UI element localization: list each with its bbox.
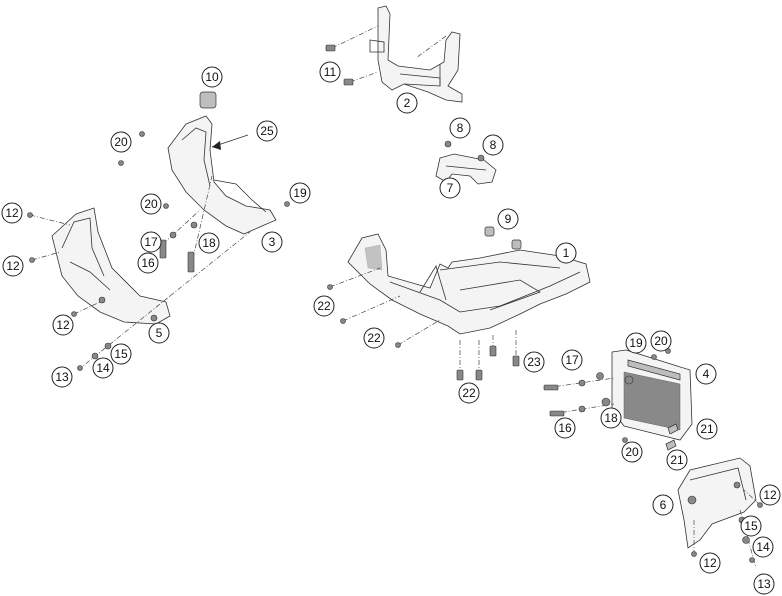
svg-text:20: 20 bbox=[114, 135, 128, 149]
svg-text:18: 18 bbox=[202, 236, 216, 250]
callout-2: 2 bbox=[396, 92, 418, 114]
part-left-side-guard-fasteners bbox=[27, 212, 251, 371]
part-right-side-guard bbox=[677, 457, 757, 549]
callout-15a: 15 bbox=[110, 343, 132, 365]
callout-16a: 16 bbox=[137, 252, 159, 274]
svg-text:19: 19 bbox=[293, 186, 307, 200]
part-right-side-guard-fasteners bbox=[691, 489, 763, 569]
callout-1: 1 bbox=[555, 242, 577, 264]
callout-9: 9 bbox=[497, 208, 519, 230]
svg-text:14: 14 bbox=[756, 540, 770, 554]
callout-20d: 20 bbox=[621, 441, 643, 463]
svg-text:13: 13 bbox=[55, 370, 69, 384]
svg-text:22: 22 bbox=[317, 299, 331, 313]
part-small-bracket bbox=[435, 140, 497, 185]
callout-22b: 22 bbox=[363, 327, 385, 349]
callout-5: 5 bbox=[148, 322, 170, 344]
svg-text:9: 9 bbox=[505, 212, 512, 226]
svg-text:8: 8 bbox=[490, 138, 497, 152]
svg-text:18: 18 bbox=[604, 411, 618, 425]
svg-text:12: 12 bbox=[56, 318, 70, 332]
svg-text:12: 12 bbox=[5, 206, 19, 220]
callout-20a: 20 bbox=[110, 131, 132, 153]
callout-21a: 21 bbox=[696, 418, 718, 440]
svg-text:5: 5 bbox=[156, 326, 163, 340]
svg-text:8: 8 bbox=[457, 121, 464, 135]
part-skid-plate bbox=[347, 233, 591, 335]
part-radiator-grille bbox=[611, 348, 693, 441]
svg-text:17: 17 bbox=[144, 235, 158, 249]
svg-text:3: 3 bbox=[269, 235, 276, 249]
callout-10: 10 bbox=[201, 66, 223, 88]
svg-text:21: 21 bbox=[670, 453, 684, 467]
svg-text:22: 22 bbox=[462, 386, 476, 400]
callout-8b: 8 bbox=[482, 134, 504, 156]
svg-text:21: 21 bbox=[700, 422, 714, 436]
part-front-guard-fasteners bbox=[118, 131, 290, 273]
svg-text:16: 16 bbox=[141, 256, 155, 270]
callout-12b: 12 bbox=[2, 255, 24, 277]
callout-18b: 18 bbox=[600, 407, 622, 429]
callout-12d: 12 bbox=[759, 484, 781, 506]
callout-12a: 12 bbox=[1, 202, 23, 224]
svg-text:15: 15 bbox=[744, 519, 758, 533]
callout-15b: 15 bbox=[740, 515, 762, 537]
callout-17b: 17 bbox=[561, 349, 583, 371]
svg-text:12: 12 bbox=[763, 488, 777, 502]
part-bracket-screws bbox=[325, 25, 447, 86]
callout-3: 3 bbox=[261, 231, 283, 253]
callout-12c: 12 bbox=[52, 314, 74, 336]
svg-text:12: 12 bbox=[703, 556, 717, 570]
part-radiator-grille-fasteners bbox=[543, 372, 679, 451]
part-skid-plate-screws bbox=[327, 267, 520, 381]
callout-14b: 14 bbox=[752, 536, 774, 558]
callout-20b: 20 bbox=[140, 193, 162, 215]
svg-text:15: 15 bbox=[114, 347, 128, 361]
callout-6: 6 bbox=[652, 494, 674, 516]
callout-7: 7 bbox=[439, 177, 461, 199]
svg-text:25: 25 bbox=[260, 124, 274, 138]
svg-text:16: 16 bbox=[558, 421, 572, 435]
svg-text:19: 19 bbox=[629, 336, 643, 350]
svg-text:12: 12 bbox=[6, 259, 20, 273]
svg-text:1: 1 bbox=[563, 246, 570, 260]
callout-11: 11 bbox=[319, 61, 341, 83]
part-rubber-mounts bbox=[484, 226, 522, 250]
callout-8a: 8 bbox=[449, 117, 471, 139]
callout-22a: 22 bbox=[313, 295, 335, 317]
callout-19b: 19 bbox=[625, 332, 647, 354]
callout-17a: 17 bbox=[140, 231, 162, 253]
svg-text:17: 17 bbox=[565, 353, 579, 367]
svg-text:20: 20 bbox=[625, 445, 639, 459]
callout-18a: 18 bbox=[198, 232, 220, 254]
callout-14a: 14 bbox=[92, 357, 114, 379]
part-front-guard bbox=[167, 91, 277, 235]
callout-19a: 19 bbox=[289, 182, 311, 204]
callout-13a: 13 bbox=[51, 366, 73, 388]
callout-21b: 21 bbox=[666, 449, 688, 471]
svg-text:6: 6 bbox=[660, 498, 667, 512]
callout-23: 23 bbox=[523, 351, 545, 373]
callout-16b: 16 bbox=[554, 417, 576, 439]
callout-12e: 12 bbox=[699, 552, 721, 574]
svg-text:2: 2 bbox=[404, 96, 411, 110]
svg-text:13: 13 bbox=[757, 577, 771, 591]
part-left-side-guard bbox=[51, 207, 171, 325]
svg-text:20: 20 bbox=[654, 334, 668, 348]
callout-22c: 22 bbox=[458, 382, 480, 404]
callout-25: 25 bbox=[256, 120, 278, 142]
svg-text:4: 4 bbox=[703, 367, 710, 381]
callout-20c: 20 bbox=[650, 330, 672, 352]
svg-text:10: 10 bbox=[205, 70, 219, 84]
part-frame-bracket bbox=[369, 5, 463, 103]
svg-text:20: 20 bbox=[144, 197, 158, 211]
svg-text:22: 22 bbox=[367, 331, 381, 345]
svg-text:11: 11 bbox=[324, 65, 337, 79]
callout-13b: 13 bbox=[753, 573, 775, 595]
svg-text:23: 23 bbox=[527, 355, 541, 369]
svg-text:14: 14 bbox=[96, 361, 110, 375]
callout-4: 4 bbox=[695, 363, 717, 385]
svg-text:7: 7 bbox=[447, 181, 454, 195]
